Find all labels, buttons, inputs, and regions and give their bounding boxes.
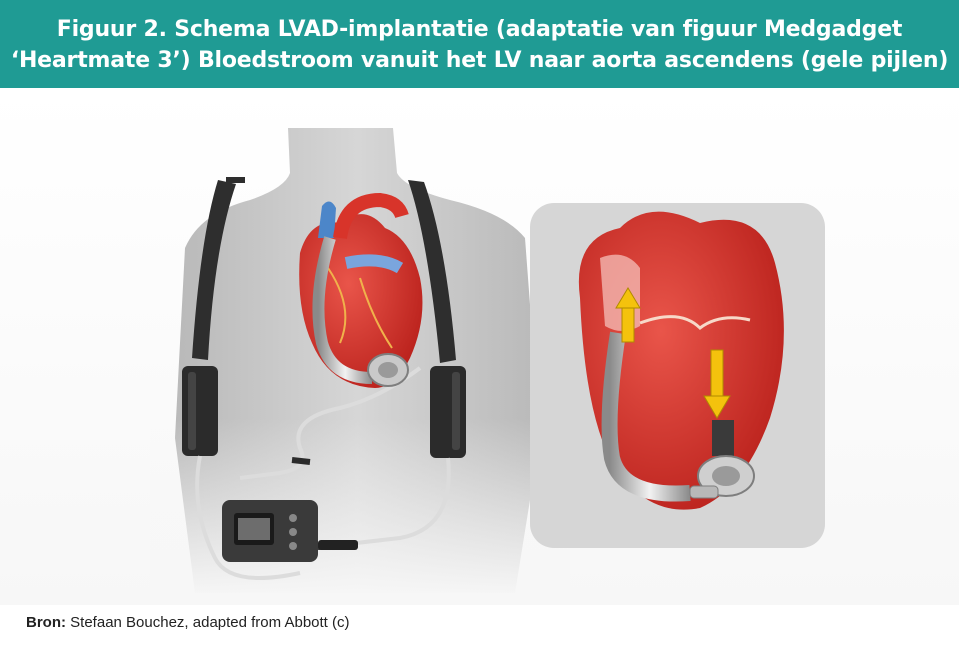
source-label: Bron: <box>26 614 66 631</box>
source-text: Stefaan Bouchez, adapted from Abbott (c) <box>66 614 350 631</box>
battery-left <box>182 366 218 456</box>
figure-title-line-2: ‘Heartmate 3’) Bloedstroom vanuit het LV… <box>11 45 948 76</box>
battery-right <box>430 366 466 458</box>
inflow-cannula <box>712 420 734 456</box>
lvad-illustration-svg <box>0 88 959 605</box>
detail-inset <box>530 203 825 548</box>
source-credit: Bron: Stefaan Bouchez, adapted from Abbo… <box>26 614 350 631</box>
lvad-illustration <box>0 88 959 605</box>
figure-title-banner: Figuur 2. Schema LVAD-implantatie (adapt… <box>0 0 959 88</box>
figure-title-line-1: Figuur 2. Schema LVAD-implantatie (adapt… <box>57 14 903 45</box>
